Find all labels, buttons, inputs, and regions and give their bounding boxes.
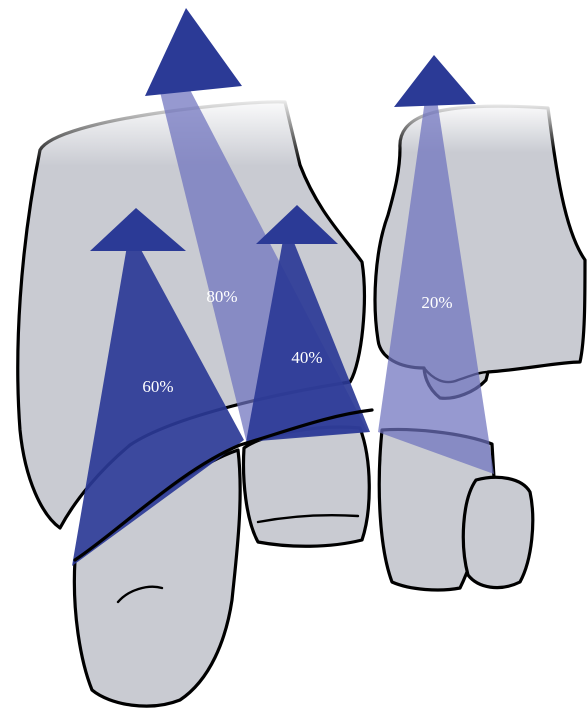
arrow-20-head	[394, 55, 476, 107]
label-40: 40%	[291, 348, 322, 367]
label-80: 80%	[206, 287, 237, 306]
label-20: 20%	[421, 293, 452, 312]
arrow-80-head	[145, 8, 242, 96]
lower-middle-bone	[244, 427, 370, 546]
small-right-bone	[463, 477, 532, 587]
label-60: 60%	[142, 377, 173, 396]
